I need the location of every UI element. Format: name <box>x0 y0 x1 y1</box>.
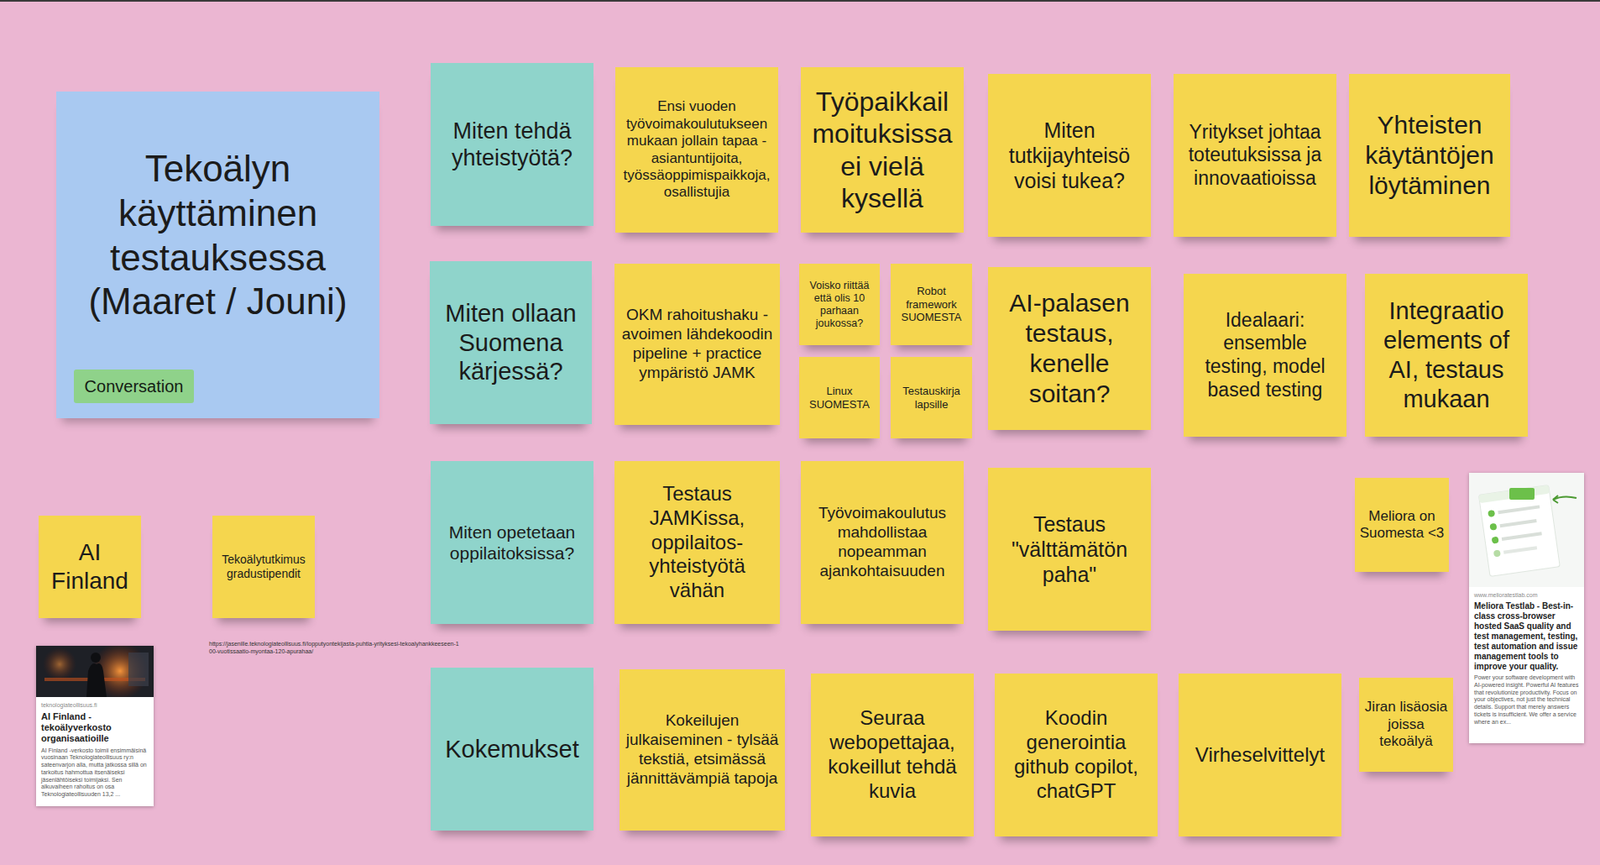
illustration-part <box>1487 509 1496 518</box>
note-text: Kokeilujen julkaiseminen - tylsää teksti… <box>625 711 780 788</box>
sticky-note: Testaus JAMKissa, oppilaitos-yhteistyötä… <box>614 460 780 624</box>
illustration-part <box>1478 485 1560 577</box>
illustration-part <box>1478 485 1560 577</box>
sticky-note: Miten tutkijayhteisö voisi tukea? <box>988 73 1151 237</box>
illustration-part <box>90 652 101 663</box>
note-text: Miten opetetaan oppilaitoksissa? <box>437 521 587 564</box>
sticky-note: Virheselvittelyt <box>1178 673 1342 837</box>
note-text: Työpaikkailmoituksissa ei vielä kysellä <box>807 85 957 215</box>
topic-note: Miten tehdä yhteistyötä? <box>430 62 594 226</box>
sticky-note: AI-palasen testaus, kenelle soitan? <box>988 266 1151 430</box>
topic-note: Kokemukset <box>430 667 594 831</box>
note-text: Voisko riittää että olis 10 parhaan jouk… <box>802 279 877 330</box>
note-text: Virheselvittelyt <box>1195 742 1325 768</box>
tag: Conversation <box>73 369 194 403</box>
illustration-part <box>1493 549 1501 557</box>
note-text: Koodin generointia github copilot, chatG… <box>1001 705 1151 803</box>
sticky-note: Jiran lisäosia joissa tekoälyä <box>1359 677 1454 772</box>
note-text: Idealaari: ensemble testing, model based… <box>1190 308 1340 402</box>
note-text: Kokemukset <box>444 734 580 764</box>
sticky-note: Testauskirja lapsille <box>890 356 973 439</box>
note-text: Tekoälyn käyttäminen testauksessa (Maare… <box>66 146 370 325</box>
illustration-part <box>1491 536 1500 544</box>
illustration-part <box>128 652 149 686</box>
note-text: Conversation <box>84 376 184 397</box>
sticky-note: Meliora on Suomesta <3 <box>1354 477 1449 572</box>
note-text: Integraatio elements of AI, testaus muka… <box>1371 296 1522 414</box>
site-domain: www.melioratestlab.com <box>1469 586 1585 600</box>
sticky-note: Työvoimakoulutus mahdollistaa nopeamman … <box>800 460 964 624</box>
note-text: Meliora on Suomesta <3 <box>1359 507 1445 543</box>
url-label: https://jasenille.teknologiateollisuus.f… <box>209 639 460 655</box>
note-text: Tekoälytutkimus gradustipendit <box>216 552 311 581</box>
illustration-part <box>1552 495 1559 503</box>
sticky-note: Linux SUOMESTA <box>799 356 880 439</box>
illustration-part <box>1501 531 1543 541</box>
illustration-part <box>86 663 107 697</box>
note-text: AI Finland <box>42 538 137 595</box>
note-text: Seuraa webopettajaa, kokeillut tehdä kuv… <box>817 705 968 803</box>
top-border <box>0 0 1600 2</box>
note-text: Miten tehdä yhteistyötä? <box>437 117 587 173</box>
illustration-part <box>1500 518 1538 528</box>
photo <box>36 645 154 697</box>
illustration-part <box>1503 545 1538 555</box>
illustration-part <box>42 647 77 681</box>
sticky-note: AI Finland <box>38 515 142 618</box>
sticky-note: Voisko riittää että olis 10 parhaan jouk… <box>799 263 880 346</box>
illustration-part <box>1489 522 1497 531</box>
sticky-note: Robot framework SUOMESTA <box>890 263 973 346</box>
link-card: www.melioratestlab.comMeliora Testlab - … <box>1469 472 1585 743</box>
site-domain: teknologiateollisuus.fi <box>36 696 154 710</box>
note-text: Miten ollaan Suomena kärjessä? <box>436 298 586 387</box>
illustration-part <box>1478 485 1550 504</box>
sticky-note: Idealaari: ensemble testing, model based… <box>1183 273 1347 437</box>
sticky-note: Kokeilujen julkaiseminen - tylsää teksti… <box>619 669 785 831</box>
sticky-note: Testaus "välttämätön paha" <box>988 467 1151 631</box>
note-text: Ensi vuoden työvoimakoulutukseen mukaan … <box>621 98 773 201</box>
illustration-part <box>1509 487 1535 500</box>
link-title: Meliora Testlab - Best-in-class cross-br… <box>1469 599 1585 675</box>
link-title: AI Finland - tekoälyverkosto organisaati… <box>36 709 154 748</box>
link-description: Power your software development with AI-… <box>1469 674 1585 731</box>
sticky-note: Yhteisten käytäntöjen löytäminen <box>1349 73 1511 237</box>
sticky-note: Koodin generointia github copilot, chatG… <box>994 673 1158 837</box>
note-text: Testaus JAMKissa, oppilaitos-yhteistyötä… <box>621 481 774 603</box>
topic-note: Miten opetetaan oppilaitoksissa? <box>430 460 594 624</box>
sticky-note: OKM rahoitushaku - avoimen lähdekoodin p… <box>614 263 780 425</box>
note-text: OKM rahoitushaku - avoimen lähdekoodin p… <box>620 305 774 382</box>
sticky-note: Seuraa webopettajaa, kokeillut tehdä kuv… <box>810 673 974 837</box>
note-text: Yritykset johtaa toteutuksissa ja innova… <box>1180 120 1330 191</box>
note-text: Miten tutkijayhteisö voisi tukea? <box>994 117 1145 194</box>
sticky-note: Tekoälytutkimus gradustipendit <box>212 515 315 618</box>
sticky-note: Ensi vuoden työvoimakoulutukseen mukaan … <box>615 67 779 233</box>
sticky-note: Työpaikkailmoituksissa ei vielä kysellä <box>800 67 964 233</box>
note-text: Yhteisten käytäntöjen löytäminen <box>1355 109 1504 201</box>
note-text: Robot framework SUOMESTA <box>894 284 969 325</box>
link-description: AI Finland -verkosto toimii ensimmäisinä… <box>36 747 154 804</box>
screenshot <box>1469 472 1585 587</box>
note-text: AI-palasen testaus, kenelle soitan? <box>994 287 1145 409</box>
topic-note: Miten ollaan Suomena kärjessä? <box>429 261 592 424</box>
illustration-part <box>1469 472 1585 587</box>
note-text: Testaus "välttämätön paha" <box>994 511 1145 587</box>
sticky-note: Yritykset johtaa toteutuksissa ja innova… <box>1173 73 1337 237</box>
note-text: Työvoimakoulutus mahdollistaa nopeamman … <box>807 503 957 581</box>
sticky-note: Integraatio elements of AI, testaus muka… <box>1364 273 1528 437</box>
title-note: Tekoälyn käyttäminen testauksessa (Maare… <box>56 91 380 419</box>
note-text: Linux SUOMESTA <box>802 384 877 411</box>
note-text: Testauskirja lapsille <box>894 384 969 411</box>
link-card: teknologiateollisuus.fiAI Finland - teko… <box>36 645 154 806</box>
illustration-part <box>1497 504 1540 514</box>
note-text: Jiran lisäosia joissa tekoälyä <box>1363 698 1449 750</box>
